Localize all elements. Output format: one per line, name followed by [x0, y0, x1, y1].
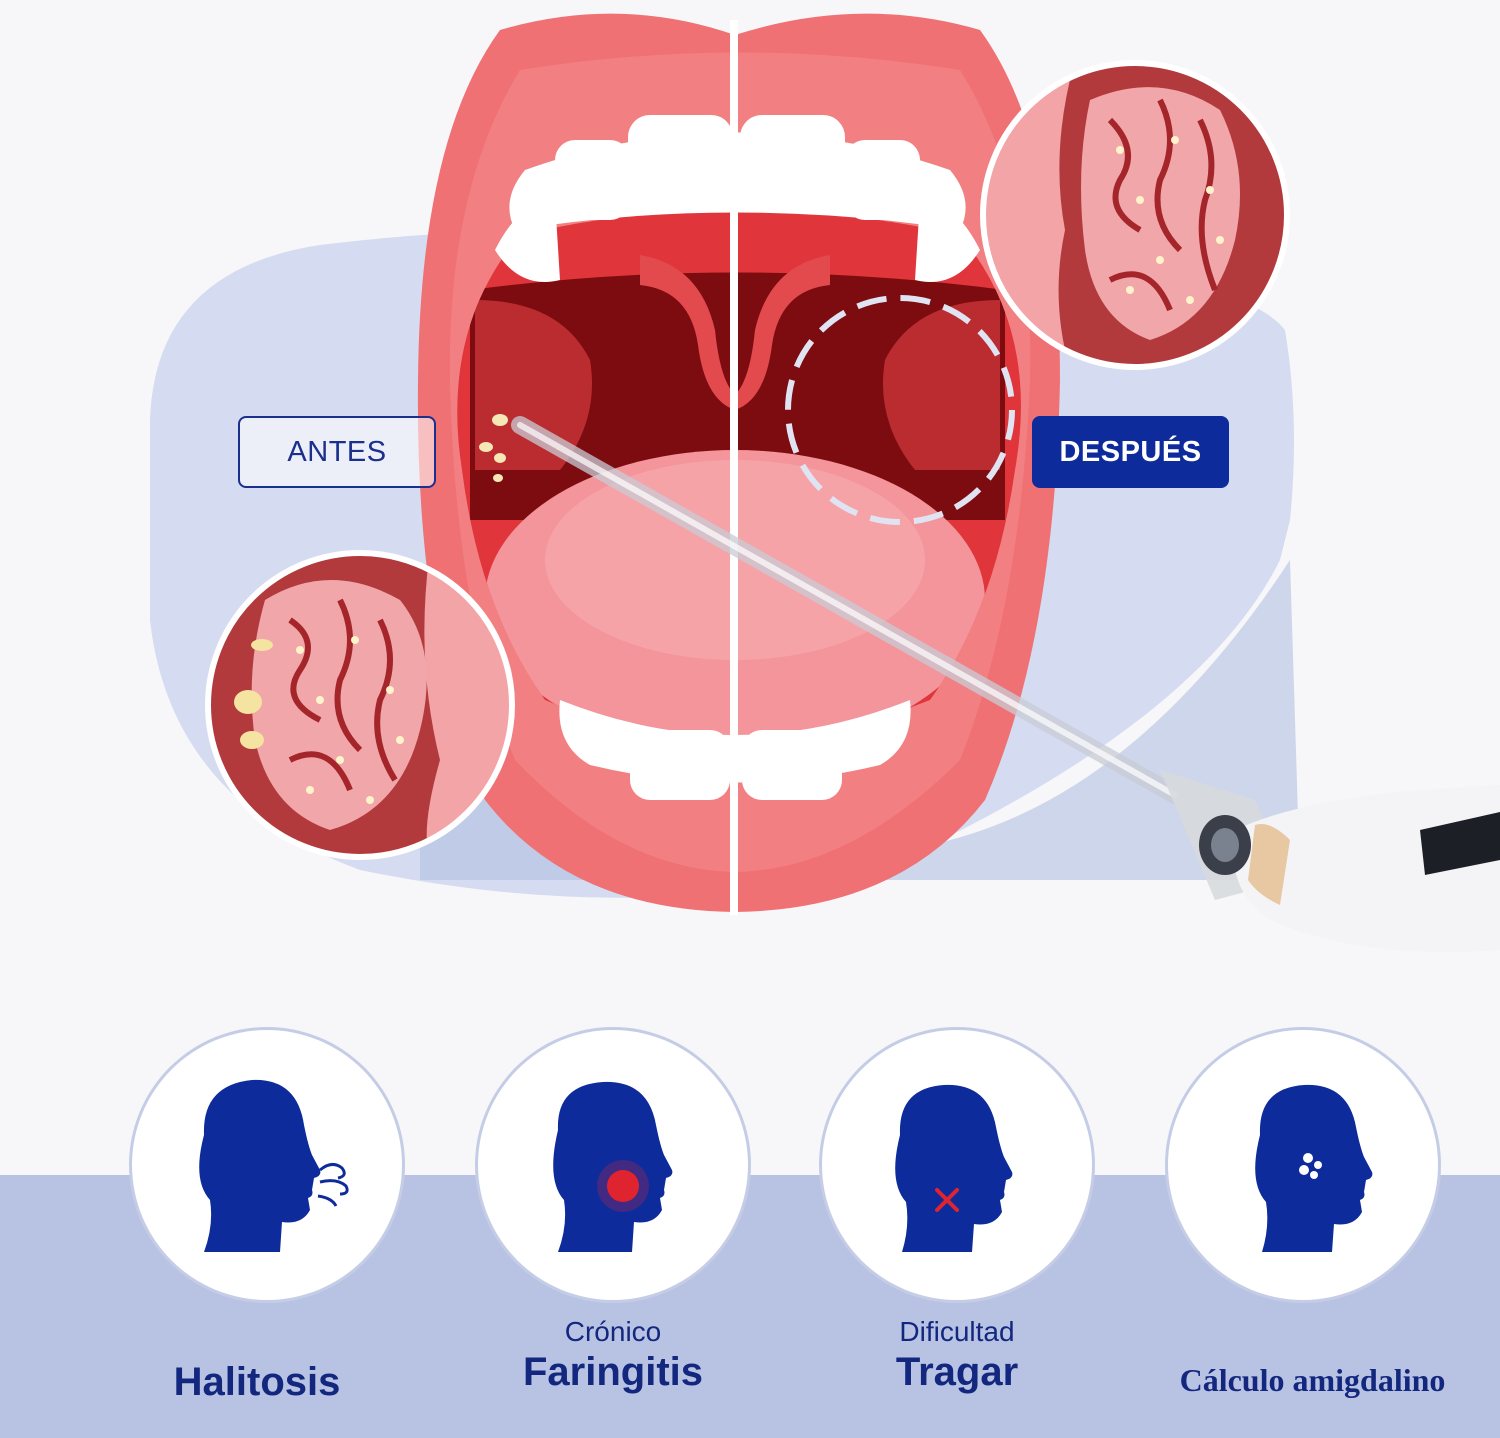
symptom-tonsil-stones — [1168, 1030, 1438, 1300]
tonsil-stones — [479, 414, 508, 482]
before-after-divider — [730, 20, 738, 915]
symptom-pharyngitis-label-2: Faringitis — [522, 1350, 704, 1394]
symptom-swallowing-label-2: Tragar — [895, 1350, 1019, 1394]
before-label: ANTES — [238, 416, 436, 488]
symptom-tonsil-stones-label: Cálculo amigdalino — [1179, 1362, 1446, 1398]
halitosis-head-icon — [199, 1079, 349, 1252]
tonsil-before-zoom — [208, 553, 512, 857]
symptom-swallowing-label-1: Dificultad — [899, 1316, 1015, 1347]
irrigator-device — [1160, 770, 1500, 952]
pharyngitis-head-icon — [553, 1081, 673, 1252]
symptom-swallowing — [822, 1030, 1092, 1300]
symptom-pharyngitis-label-1: Crónico — [564, 1316, 662, 1347]
tonsil-after-zoom — [983, 63, 1287, 367]
after-label: DESPUÉS — [1032, 416, 1229, 488]
symptom-halitosis-label: Halitosis — [173, 1360, 341, 1404]
swallowing-difficulty-head-icon — [895, 1084, 1013, 1252]
irrigator-tube — [511, 416, 1184, 804]
cleaned-tonsil-highlight — [785, 295, 1015, 525]
symptom-pharyngitis — [478, 1030, 748, 1300]
symptom-halitosis — [132, 1030, 402, 1300]
tonsil-stone-head-icon — [1255, 1084, 1373, 1252]
mouth-illustration — [150, 13, 1500, 952]
